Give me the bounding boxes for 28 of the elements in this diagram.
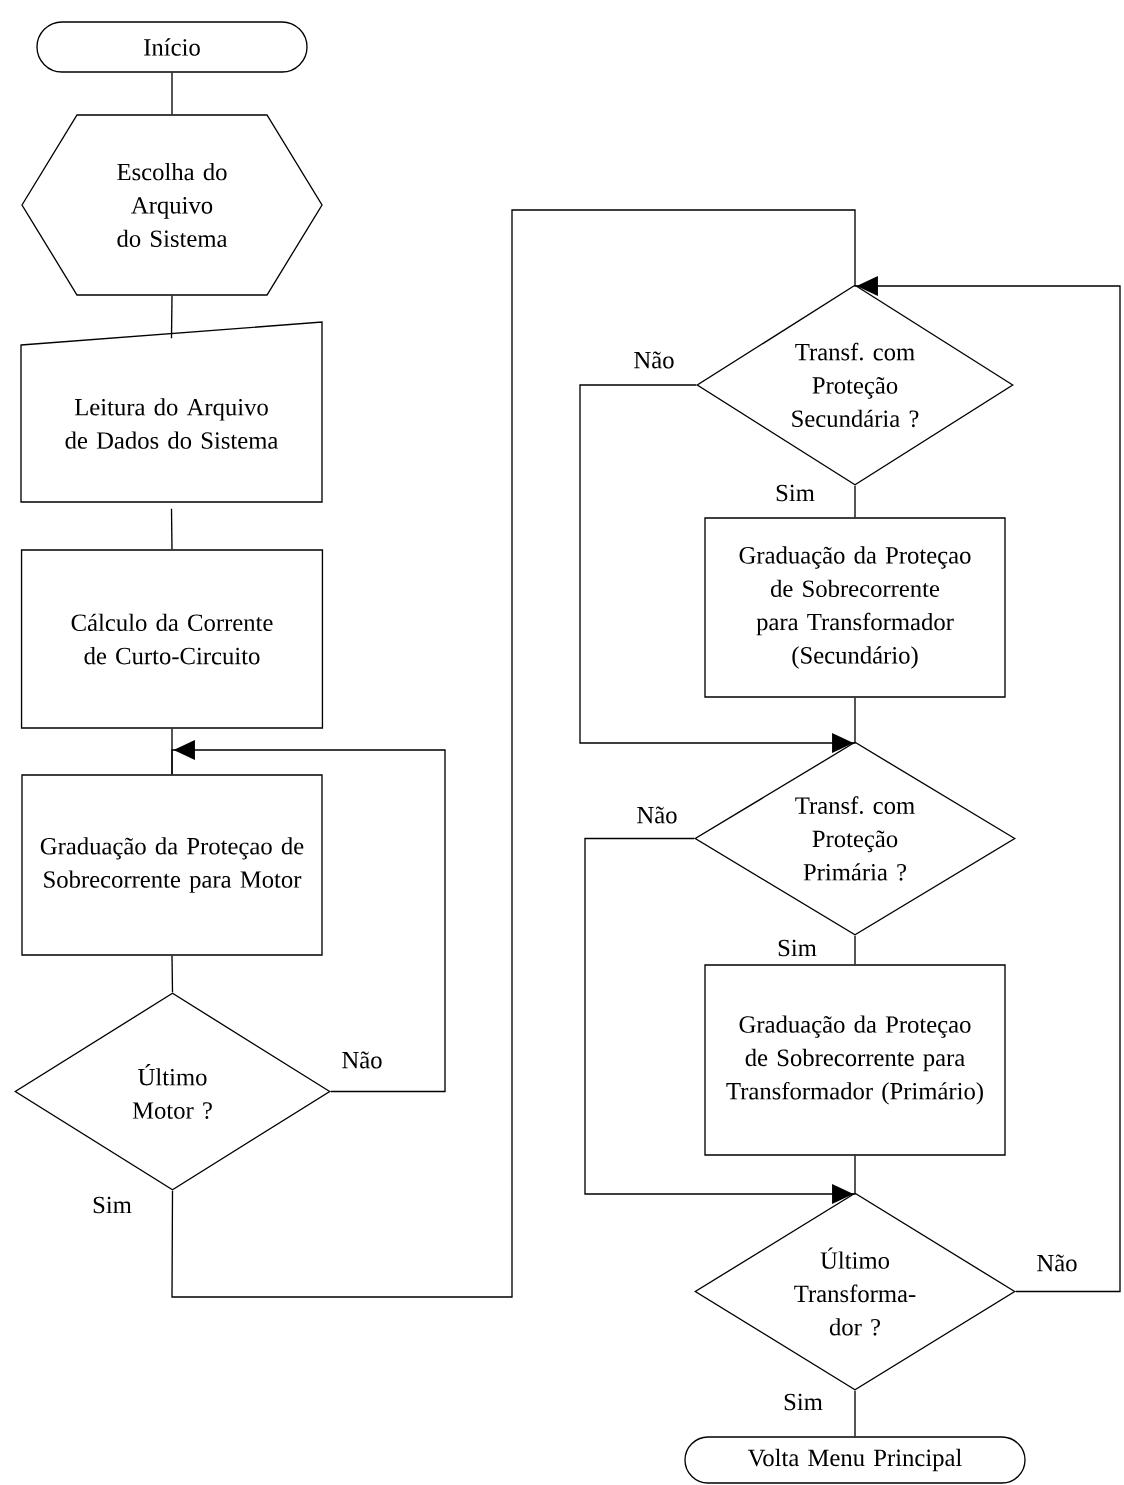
connector-line [171,72,173,115]
edge-label: Sim [90,1195,134,1215]
edge-label: Sim [781,1392,825,1412]
edge-label: Não [635,805,679,825]
connector-line [854,1390,856,1437]
edge-label: Não [1035,1253,1079,1273]
connector-line [854,935,856,965]
arrow [584,837,856,1204]
process-box: Cálculo da Corrente de Curto-Circuito [20,549,324,729]
process-box: Graduação da Proteçao de Sobrecorrente para Motor [21,774,323,956]
connector-line [854,485,856,518]
arrow [579,384,856,753]
edge-label: Não [340,1050,384,1070]
arrow [171,740,446,1093]
connector-line [854,1155,856,1193]
input-box: Leitura do Arquivo de Dados do Sistema [20,321,323,503]
connector-line [171,955,174,993]
edge-label: Sim [773,483,817,503]
connector-line [170,508,173,550]
connector-line [171,209,856,1298]
process-box: Graduação da Proteçao de Sobrecorrente para Transformador (Primário) [704,964,1006,1156]
connector-line [854,697,856,742]
connector-line [170,295,173,339]
edge-label: Sim [775,938,819,958]
edge-label: Não [632,350,676,370]
arrow [854,276,1121,1293]
hexagon-box: Escolha do Arquivo do Sistema [21,114,323,296]
process-box: Graduação da Proteçao de Sobrecorrente para Transformador (Secundário) [704,517,1006,698]
